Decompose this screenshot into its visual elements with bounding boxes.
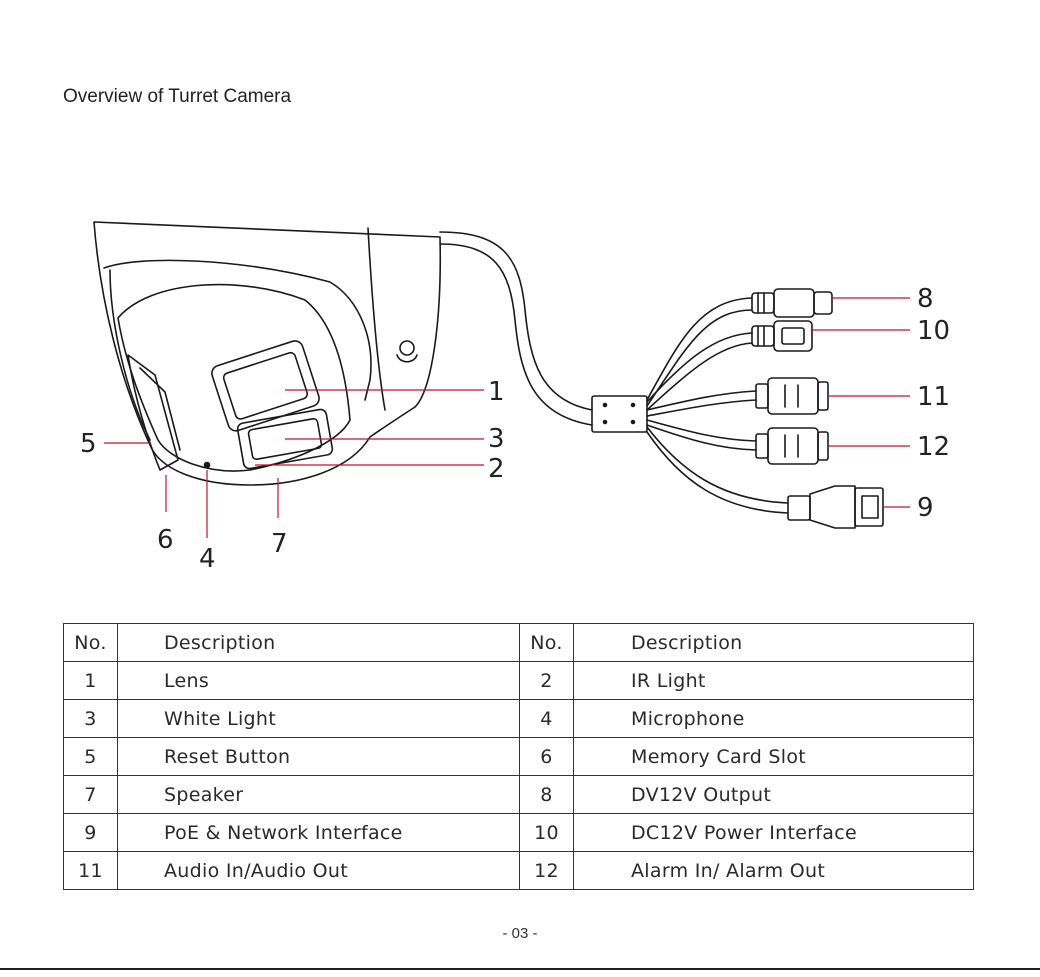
callout-4: 4 — [199, 544, 216, 574]
alarm-connector — [756, 428, 828, 464]
cell-description: Reset Button — [118, 738, 520, 776]
callout-3: 3 — [488, 424, 505, 454]
cell-no: 9 — [64, 814, 118, 852]
header-description-left: Description — [118, 624, 520, 662]
callout-2: 2 — [488, 454, 505, 484]
callout-11: 11 — [917, 382, 950, 412]
lens-block — [118, 285, 350, 471]
turret-camera-diagram: 1 2 3 4 5 6 7 8 9 10 11 12 — [0, 0, 1040, 600]
callout-8: 8 — [917, 284, 934, 314]
cell-description: White Light — [118, 700, 520, 738]
dc-output-connector — [752, 289, 832, 317]
callout-5: 5 — [80, 429, 97, 459]
cell-no: 11 — [64, 852, 118, 890]
main-cable — [440, 232, 592, 410]
cell-no: 1 — [64, 662, 118, 700]
cell-no: 8 — [520, 776, 574, 814]
callout-1: 1 — [488, 377, 505, 407]
table-row: 5 Reset Button 6 Memory Card Slot — [64, 738, 974, 776]
header-description-right: Description — [574, 624, 974, 662]
cell-description: Lens — [118, 662, 520, 700]
housing-inner-rim — [104, 260, 371, 400]
cell-no: 5 — [64, 738, 118, 776]
cell-no: 12 — [520, 852, 574, 890]
cell-description: Speaker — [118, 776, 520, 814]
logo-icon — [397, 341, 417, 362]
cell-description: Alarm In/ Alarm Out — [574, 852, 974, 890]
cell-description: DV12V Output — [574, 776, 974, 814]
cell-description: Microphone — [574, 700, 974, 738]
cell-description: DC12V Power Interface — [574, 814, 974, 852]
cell-no: 6 — [520, 738, 574, 776]
cable-splitter — [592, 396, 647, 432]
cell-description: Audio In/Audio Out — [118, 852, 520, 890]
table-row: 9 PoE & Network Interface 10 DC12V Power… — [64, 814, 974, 852]
table-row: 7 Speaker 8 DV12V Output — [64, 776, 974, 814]
table-header-row: No. Description No. Description — [64, 624, 974, 662]
cell-no: 2 — [520, 662, 574, 700]
header-no-left: No. — [64, 624, 118, 662]
footer-divider — [0, 968, 1040, 970]
callout-7: 7 — [271, 529, 288, 559]
table-row: 11 Audio In/Audio Out 12 Alarm In/ Alarm… — [64, 852, 974, 890]
page-number: - 03 - — [0, 925, 1040, 942]
cell-no: 10 — [520, 814, 574, 852]
rj45-connector — [788, 486, 883, 528]
cell-description: IR Light — [574, 662, 974, 700]
callout-9: 9 — [917, 493, 934, 523]
cell-no: 3 — [64, 700, 118, 738]
component-table: No. Description No. Description 1 Lens 2… — [63, 623, 974, 890]
audio-connector — [756, 378, 828, 414]
callout-10: 10 — [917, 316, 950, 346]
table-row: 1 Lens 2 IR Light — [64, 662, 974, 700]
table-row: 3 White Light 4 Microphone — [64, 700, 974, 738]
header-no-right: No. — [520, 624, 574, 662]
callout-12: 12 — [917, 432, 950, 462]
cell-description: PoE & Network Interface — [118, 814, 520, 852]
cell-description: Memory Card Slot — [574, 738, 974, 776]
microphone-dot — [205, 463, 210, 468]
dc-power-connector — [752, 321, 812, 351]
cell-no: 7 — [64, 776, 118, 814]
cell-no: 4 — [520, 700, 574, 738]
callout-6: 6 — [157, 525, 174, 555]
